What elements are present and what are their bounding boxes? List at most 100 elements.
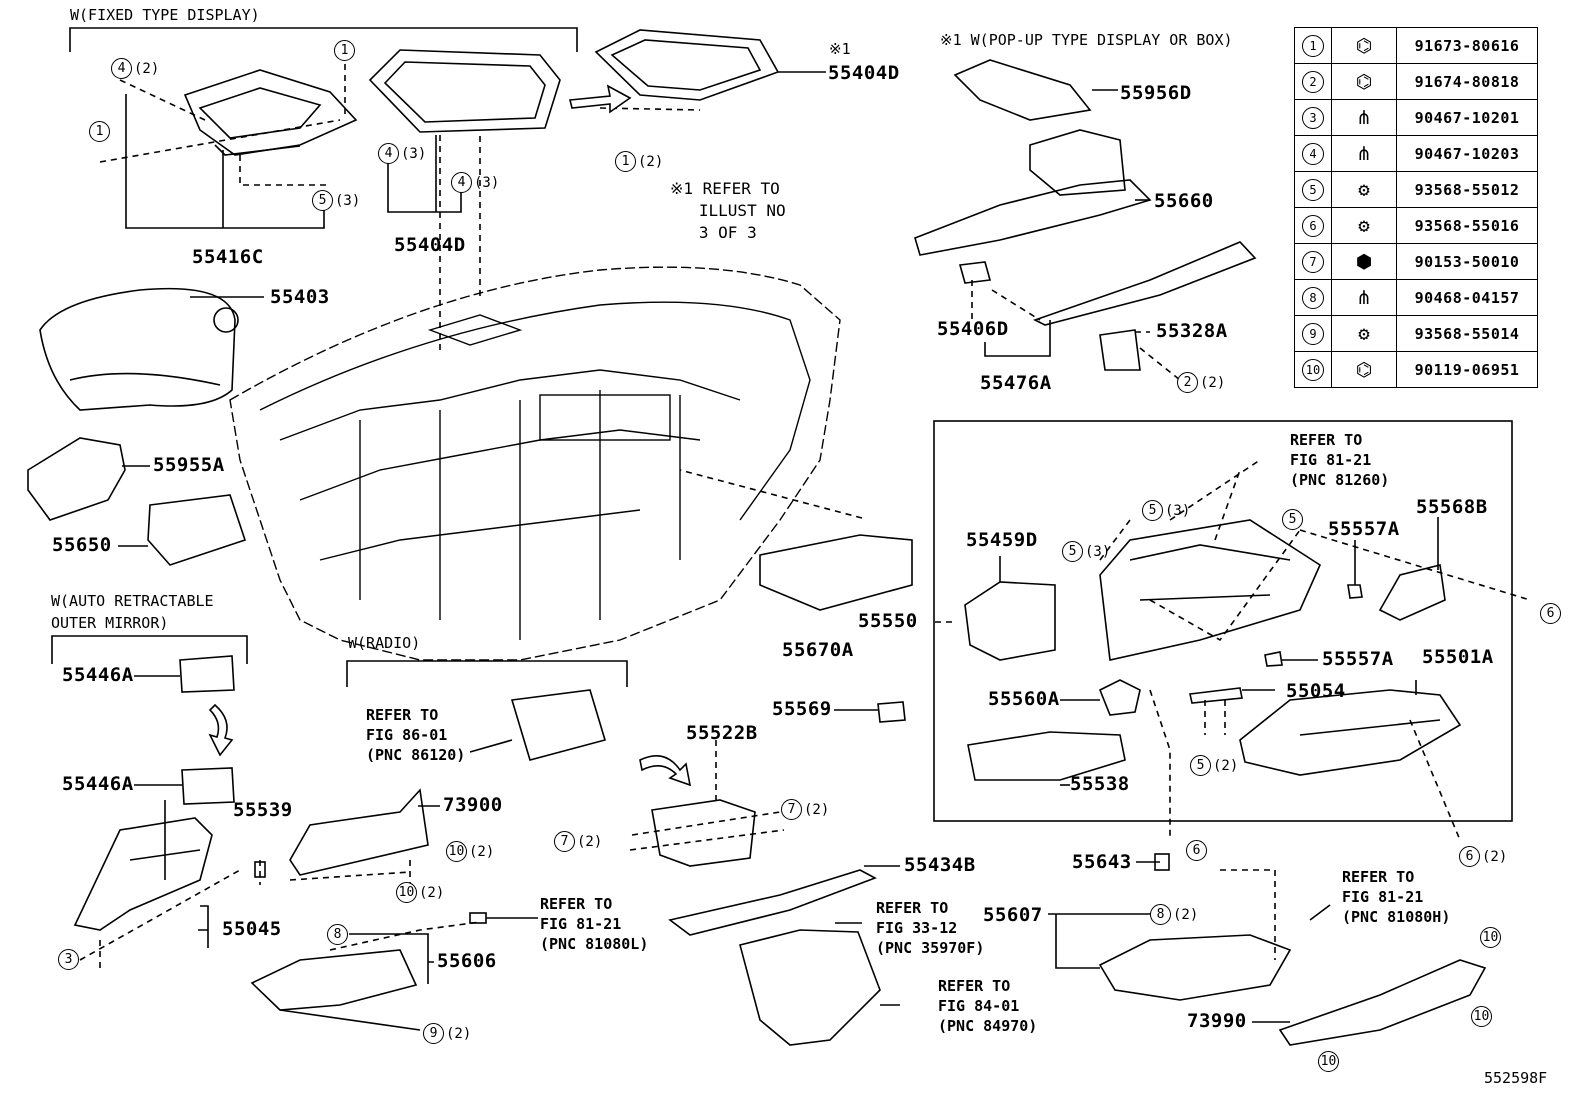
callout-qty: (3)	[474, 174, 500, 191]
part-number-55643[interactable]: 55643	[1072, 851, 1132, 873]
part-number-55522B[interactable]: 55522B	[686, 722, 758, 744]
hardware-icon-cell: ⚙	[1331, 171, 1397, 208]
callout-c4: 5(3)	[312, 190, 360, 211]
hardware-icon-cell: ⋔	[1331, 135, 1397, 172]
hardware-ref-cell: 8	[1294, 279, 1332, 316]
part-number-55459D[interactable]: 55459D	[966, 529, 1038, 551]
hardware-ref-cell: 5	[1294, 171, 1332, 208]
part-number-55403[interactable]: 55403	[270, 286, 330, 308]
callout-qty: (3)	[1085, 543, 1111, 560]
fig-81-21-reference-81080H[interactable]: REFER TO FIG 81-21 (PNC 81080H)	[1342, 868, 1451, 926]
hardware-icon-cell: ⋔	[1331, 99, 1397, 136]
part-number-55328A[interactable]: 55328A	[1156, 320, 1228, 342]
callout-qty: (2)	[577, 833, 603, 850]
hardware-ref-number: 6	[1302, 214, 1324, 237]
part-number-55607[interactable]: 55607	[983, 904, 1043, 926]
pop-cover-part	[953, 59, 1092, 121]
part-number-55560A[interactable]: 55560A	[988, 688, 1060, 710]
arrow-right	[568, 84, 632, 114]
hardware-table-row: 4 ⋔90467-10203	[1294, 135, 1538, 172]
part-number-55550[interactable]: 55550	[858, 610, 918, 632]
center-vent-bar-part	[914, 129, 1152, 256]
part-number-55416C[interactable]: 55416C	[192, 246, 264, 268]
callout-c5: 4(3)	[378, 143, 426, 164]
hardware-part-number[interactable]: 90467-10201	[1396, 99, 1538, 136]
callout-qty: (2)	[134, 60, 160, 77]
part-number-55404D[interactable]: 55404D	[394, 234, 466, 256]
hardware-icon-cell: ⌬	[1331, 27, 1397, 64]
hardware-table-row: 6⚙93568-55016	[1294, 207, 1538, 244]
callout-c16: 5(3)	[1142, 500, 1190, 521]
hardware-part-number[interactable]: 93568-55014	[1396, 315, 1538, 352]
callout-c11: 10(2)	[396, 882, 444, 903]
hardware-part-number[interactable]: 90119-06951	[1396, 351, 1538, 388]
part-number-55670A[interactable]: 55670A	[782, 639, 854, 661]
console-strip-part	[668, 869, 877, 936]
hardware-part-number[interactable]: 90467-10203	[1396, 135, 1538, 172]
hardware-ref-number: 4	[1302, 142, 1324, 165]
part-number-73990[interactable]: 73990	[1187, 1010, 1247, 1032]
hardware-ref-number: 10	[1302, 358, 1324, 381]
part-number-55446A-b[interactable]: 55446A	[62, 773, 134, 795]
callout-number: 5	[1282, 509, 1303, 530]
callout-qty: (3)	[401, 145, 427, 162]
part-number-55606[interactable]: 55606	[437, 950, 497, 972]
hardware-ref-number: 8	[1302, 286, 1324, 309]
part-number-55404D-popup[interactable]: 55404D	[828, 62, 900, 84]
part-number-55568B[interactable]: 55568B	[1416, 496, 1488, 518]
part-number-55434B[interactable]: 55434B	[904, 854, 976, 876]
part-number-55955A[interactable]: 55955A	[153, 454, 225, 476]
illust-reference-note: ※1 REFER TO ILLUST NO 3 OF 3	[670, 179, 786, 242]
hardware-part-number[interactable]: 90468-04157	[1396, 279, 1538, 316]
hardware-part-number[interactable]: 91674-80818	[1396, 63, 1538, 100]
part-number-55538[interactable]: 55538	[1070, 773, 1130, 795]
part-number-55557A-b[interactable]: 55557A	[1322, 648, 1394, 670]
fig-86-01-reference[interactable]: REFER TO FIG 86-01 (PNC 86120)	[366, 706, 466, 764]
callout-number: 10	[1471, 1006, 1492, 1027]
part-number-55557A-a[interactable]: 55557A	[1328, 518, 1400, 540]
fig-81-21-reference-81080L[interactable]: REFER TO FIG 81-21 (PNC 81080L)	[540, 895, 649, 953]
part-number-55539[interactable]: 55539	[233, 799, 293, 821]
hardware-ref-cell: 1	[1294, 27, 1332, 64]
hardware-ref-cell: 2	[1294, 63, 1332, 100]
part-number-55045[interactable]: 55045	[222, 918, 282, 940]
lower-cover-part	[289, 788, 429, 876]
callout-qty: (2)	[1482, 848, 1508, 865]
part-number-55406D[interactable]: 55406D	[937, 318, 1009, 340]
part-number-73900[interactable]: 73900	[443, 794, 503, 816]
part-number-55501A[interactable]: 55501A	[1422, 646, 1494, 668]
callout-qty: (3)	[335, 192, 361, 209]
coin-tray-part	[250, 949, 418, 1011]
fig-33-12-reference[interactable]: REFER TO FIG 33-12 (PNC 35970F)	[876, 899, 985, 957]
part-number-55956D[interactable]: 55956D	[1120, 82, 1192, 104]
callout-number: 6	[1459, 846, 1480, 867]
lower-left-panel-part	[73, 817, 213, 931]
hardware-ref-cell: 10	[1294, 351, 1332, 388]
callout-c7: 1(2)	[615, 151, 663, 172]
display-bracket-part	[183, 69, 358, 156]
hardware-part-number[interactable]: 93568-55016	[1396, 207, 1538, 244]
hardware-table-row: 1⌬91673-80616	[1294, 27, 1538, 64]
bolt-icon: ⌬	[1355, 358, 1373, 381]
part-number-55660[interactable]: 55660	[1154, 190, 1214, 212]
fig-81-21-reference-81260[interactable]: REFER TO FIG 81-21 (PNC 81260)	[1290, 431, 1390, 489]
hardware-icon-cell: ⚙	[1331, 315, 1397, 352]
hardware-part-number[interactable]: 90153-50010	[1396, 243, 1538, 280]
lock-55560A	[1098, 679, 1141, 716]
hardware-icon-cell: ⌬	[1331, 63, 1397, 100]
lower-glovebox-part	[1098, 934, 1292, 1001]
part-number-55446A-a[interactable]: 55446A	[62, 664, 134, 686]
hardware-part-number[interactable]: 93568-55012	[1396, 171, 1538, 208]
part-number-55569[interactable]: 55569	[772, 698, 832, 720]
part-number-55650[interactable]: 55650	[52, 534, 112, 556]
part-number-55054[interactable]: 55054	[1286, 680, 1346, 702]
mirror-group-bracket	[51, 635, 248, 664]
callout-number: 4	[378, 143, 399, 164]
callout-c26: 10	[1318, 1051, 1341, 1072]
part-number-55476A[interactable]: 55476A	[980, 372, 1052, 394]
hardware-part-number[interactable]: 91673-80616	[1396, 27, 1538, 64]
callout-qty: (2)	[804, 801, 830, 818]
callout-c3: 1	[89, 121, 112, 142]
fig-84-01-reference[interactable]: REFER TO FIG 84-01 (PNC 84970)	[938, 977, 1038, 1035]
center-cluster-part	[739, 929, 881, 1046]
